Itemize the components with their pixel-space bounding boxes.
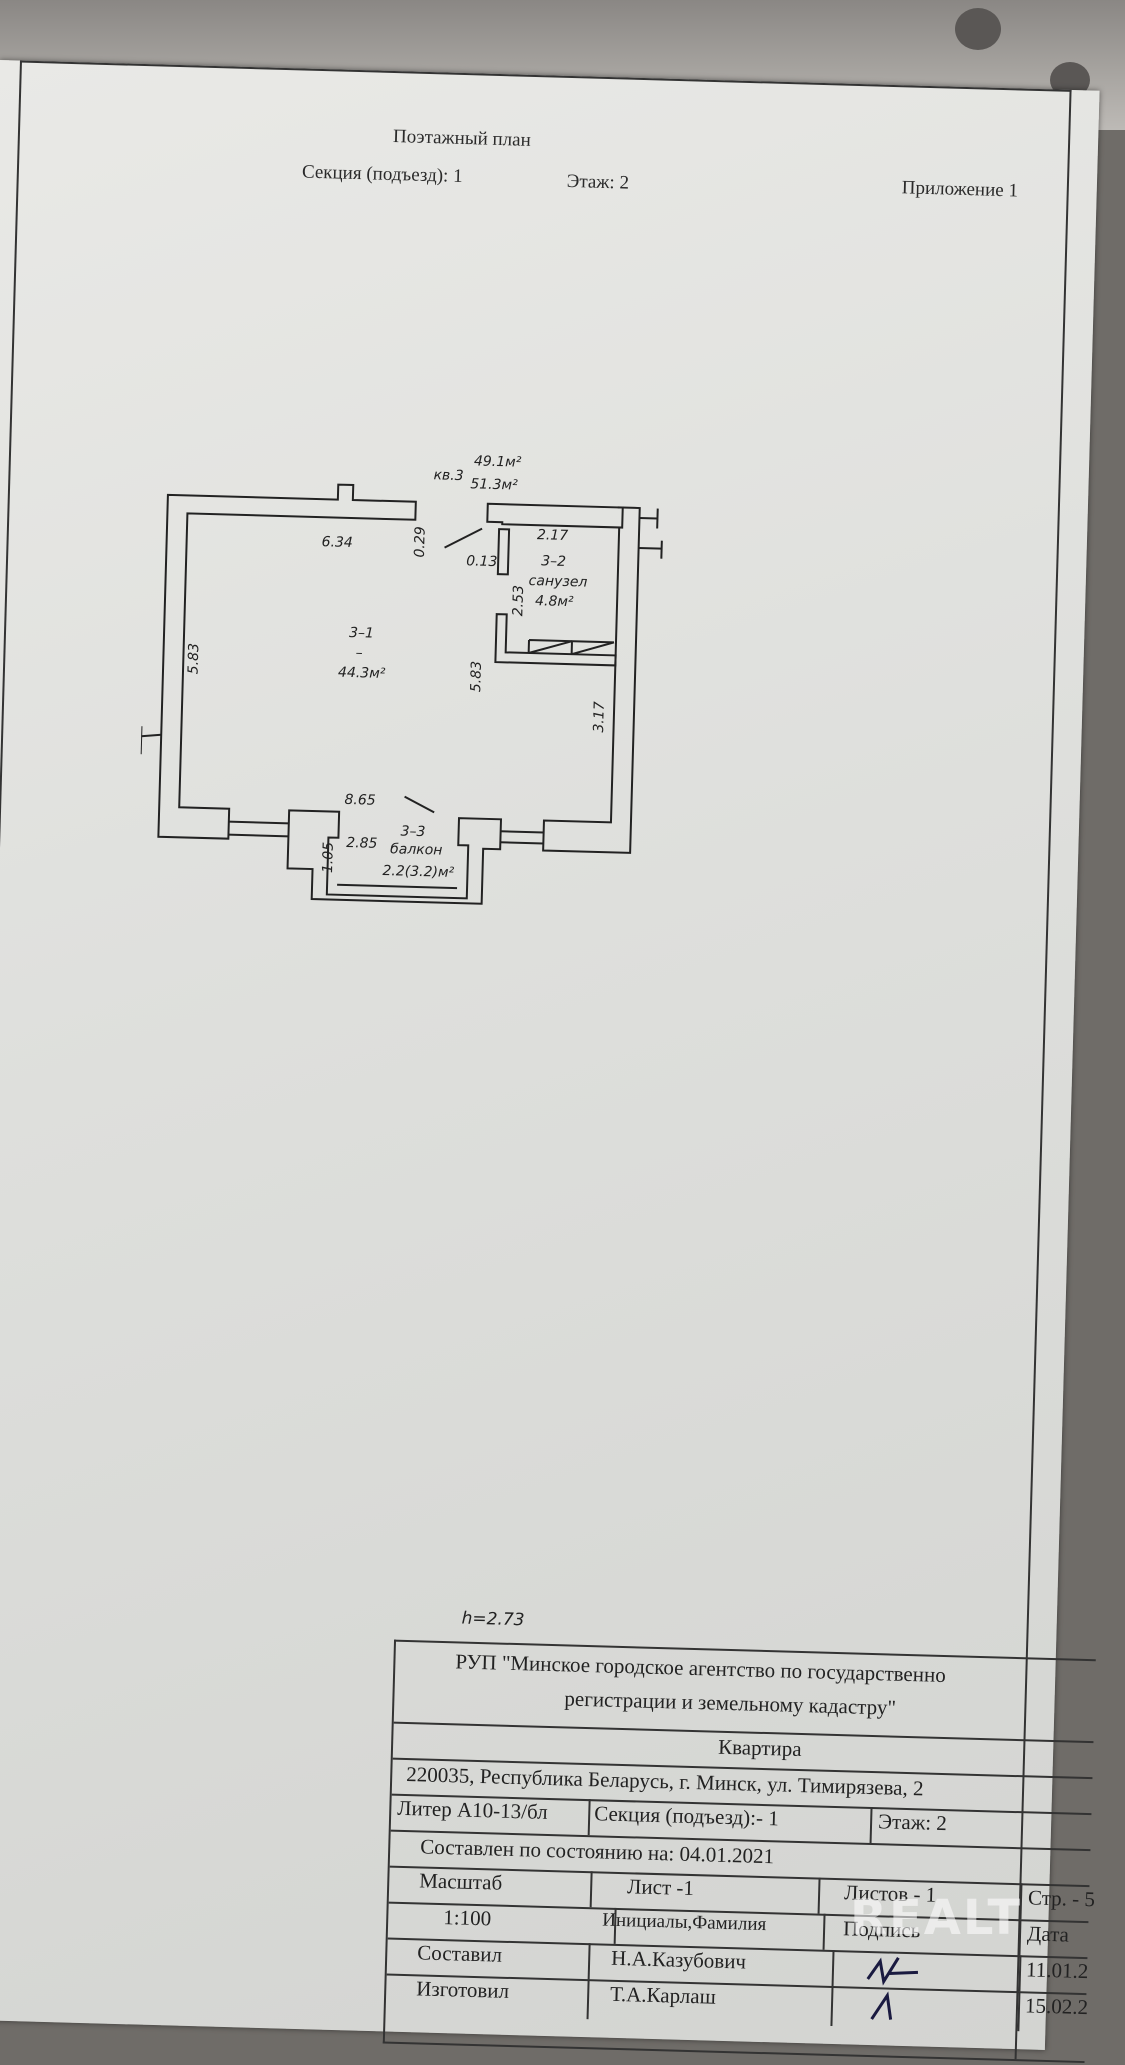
floor-plan-walls	[139, 483, 663, 905]
floor-plan: кв.3 49.1м² 51.3м² 6.34 0.29 2.17 0.13 2…	[136, 453, 709, 939]
stamp-made-by: Т.А.Карлаш	[593, 1979, 834, 2027]
binder-ring	[955, 8, 1001, 50]
room-1-dash: –	[355, 645, 363, 662]
dim-bath-height: 2.53	[510, 584, 528, 617]
dim-bath-wall: 0.13	[465, 553, 498, 571]
stamp-sheet: Лист -1	[596, 1871, 821, 1914]
stamp-made-date: 15.02.2	[1024, 1993, 1089, 2020]
stamp-compiled-state: Составлен по состоянию на: 04.01.2021	[419, 1834, 775, 1869]
room-1-id: 3–1	[348, 624, 375, 642]
dim-balcony-width: 2.85	[346, 834, 378, 852]
stamp-object: Квартира	[717, 1734, 802, 1762]
dim-bath-width: 2.17	[536, 527, 569, 545]
stamp-date-label: Дата	[1026, 1921, 1070, 1947]
room-1-area: 44.3м²	[337, 664, 386, 682]
document-sheet: Поэтажный план Секция (подъезд): 1 Этаж:…	[0, 60, 1100, 2064]
appendix-label: Приложение 1	[901, 177, 1019, 202]
dim-right-height: 3.17	[591, 701, 608, 733]
apartment-label: кв.3	[433, 467, 464, 485]
room-3-id: 3–3	[400, 823, 426, 841]
dim-bottom-width: 8.65	[344, 791, 376, 809]
room-2-area: 4.8м²	[534, 593, 574, 611]
dim-balcony-depth: 1.05	[320, 841, 337, 874]
stamp-compiled-row: Составил Н.А.Казубович 11.01.2	[386, 1937, 1089, 1996]
room-2-id: 3–2	[540, 553, 567, 570]
stamp-org-line-2: регистрации и земельному кадастру"	[564, 1686, 897, 1720]
dim-wall: 0.29	[411, 526, 429, 558]
room-2-name: санузел	[528, 572, 588, 591]
stamp-compiled-by-label: Составил	[386, 1937, 591, 1980]
stamp-scale-label: Масштаб	[388, 1865, 593, 1908]
room-3-name: балкон	[389, 841, 443, 859]
plan-title: Поэтажный план	[392, 126, 532, 151]
dim-mid-height: 5.83	[468, 660, 485, 693]
room-3-area: 2.2(3.2)м²	[382, 862, 455, 881]
dim-top-width: 6.34	[321, 534, 354, 552]
stamp-pages: Стр. - 5	[1027, 1885, 1096, 1912]
dim-left-height: 5.83	[185, 642, 203, 675]
ceiling-height: h=2.73	[461, 1608, 525, 1631]
stamp-compiled-signature	[821, 1949, 1022, 1992]
stamp-liter: Литер А10-13/бл	[390, 1793, 591, 1836]
stamp-made-signature	[820, 1985, 1021, 2032]
stamp-compiled-date: 11.01.2	[1025, 1957, 1089, 1984]
apartment-area-1: 49.1м²	[473, 453, 522, 471]
signature-mark	[866, 1957, 919, 1986]
signature-mark	[870, 1991, 893, 2020]
section-label: Секция (подъезд): 1	[301, 161, 463, 187]
stamp-made-by-label: Изготовил	[385, 1973, 590, 2020]
stamp-org-line-1: РУП "Минское городское агентство по госу…	[455, 1649, 947, 1688]
realt-watermark: REALT	[850, 1890, 1023, 1946]
apartment-area-2: 51.3м²	[470, 476, 518, 494]
floor-label: Этаж: 2	[566, 170, 630, 194]
